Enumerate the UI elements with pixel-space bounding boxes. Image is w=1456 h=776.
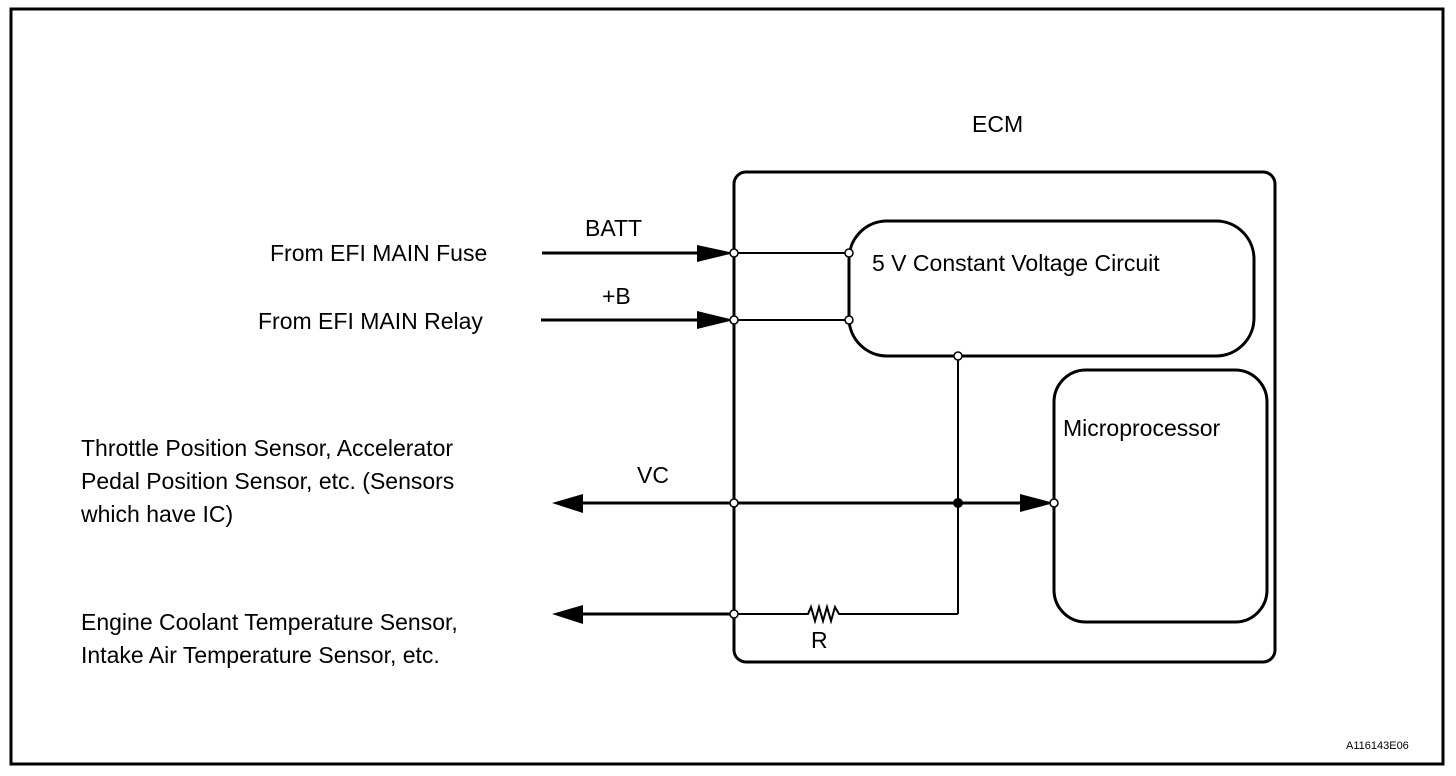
r-out-arrow-icon <box>552 605 583 624</box>
efi-main-fuse-label: From EFI MAIN Fuse <box>270 240 487 266</box>
vc-target-line-3: which have IC) <box>80 501 233 527</box>
r-target-line-1: Engine Coolant Temperature Sensor, <box>81 609 458 635</box>
outer-frame <box>9 7 1445 766</box>
r-target-line-2: Intake Air Temperature Sensor, etc. <box>81 642 440 668</box>
vc-terminal-node <box>729 498 739 508</box>
micro-input-node <box>1049 498 1059 508</box>
vc-junction-dot <box>953 498 963 508</box>
vc-to-micro-arrow-icon <box>1020 494 1054 512</box>
vc-target-line-2: Pedal Position Sensor, etc. (Sensors <box>81 468 454 494</box>
cv-plus-b-node <box>844 315 854 325</box>
figure-id: A116143E06 <box>1346 740 1409 752</box>
resistor-icon <box>734 603 958 625</box>
microprocessor-label: Microprocessor <box>1063 415 1221 441</box>
resistor-label: R <box>811 627 828 653</box>
cv-batt-node <box>844 248 854 258</box>
r-terminal-node <box>729 609 739 619</box>
ecm-title: ECM <box>972 111 1023 137</box>
ecm-box <box>732 170 1277 664</box>
plus-b-arrow-icon <box>697 311 734 329</box>
plus-b-terminal-node <box>729 315 739 325</box>
vc-signal-label: VC <box>637 462 669 488</box>
batt-terminal-node <box>729 248 739 258</box>
cv-output-node <box>953 351 963 361</box>
constant-voltage-circuit-box <box>847 219 1256 358</box>
vc-out-arrow-icon <box>552 494 583 513</box>
plus-b-signal-label: +B <box>602 283 631 309</box>
microprocessor-box <box>1052 368 1269 624</box>
constant-voltage-circuit-label: 5 V Constant Voltage Circuit <box>872 250 1160 276</box>
batt-arrow-icon <box>697 245 734 262</box>
batt-signal-label: BATT <box>585 215 642 241</box>
vc-target-line-1: Throttle Position Sensor, Accelerator <box>81 435 453 461</box>
efi-main-relay-label: From EFI MAIN Relay <box>258 308 483 334</box>
